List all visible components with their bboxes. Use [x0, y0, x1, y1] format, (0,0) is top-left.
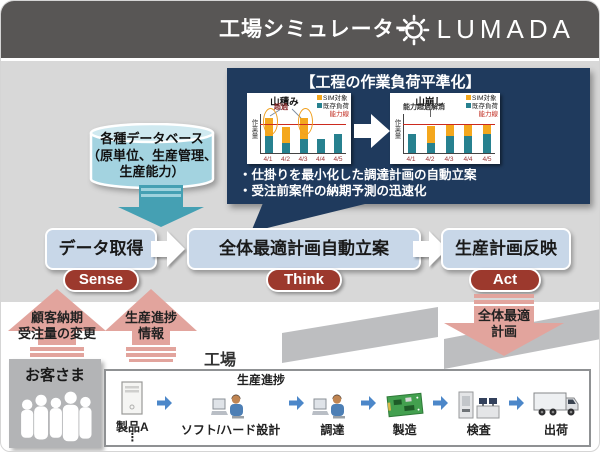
process-arrow-icon: [288, 396, 304, 410]
flow-box-data-acquisition: データ取得: [45, 228, 157, 270]
header-bar: 工場シミュレーター LUMADA: [1, 1, 599, 58]
flow-right-arrow-icon: [413, 231, 447, 267]
customer-change-label-line1: 顧客納期: [30, 310, 83, 325]
chart-legend: SIM対象既存負荷能力線: [466, 95, 498, 118]
product-label: 製品A: [116, 419, 149, 434]
sun-gear-icon: [398, 14, 429, 45]
database-label-line2: （原単位、生産管理、: [86, 147, 217, 163]
database-label-line1: 各種データベース: [100, 131, 204, 146]
worker-at-computer-icon: [312, 394, 346, 419]
panel-bullet-list: ・仕掛りを最小化した調達計画の自動立案 ・受注前案件の納期予測の迅速化: [239, 168, 477, 199]
people-crowd-icon: [21, 391, 92, 442]
customer-label: お客さま: [24, 367, 85, 384]
process-step: 出荷: [533, 382, 579, 438]
product-item: 製品A ⋮: [116, 379, 149, 444]
page-title: 工場シミュレーター: [219, 18, 417, 41]
procurement-icon-wrap: [312, 382, 352, 420]
chart-title: 山積み: [270, 97, 299, 108]
bullet-item: ・仕掛りを最小化した調達計画の自動立案: [239, 168, 477, 182]
capacity-line: [403, 123, 495, 126]
process-step: ソフト/ハード設計: [181, 382, 280, 438]
process-arrow-icon: [509, 396, 525, 410]
process-step: 検査: [457, 382, 501, 438]
customer-box: お客さま: [9, 359, 101, 448]
database-down-arrow-icon: [118, 185, 204, 227]
overall-plan-down-arrow-icon: [444, 294, 564, 356]
chart-plot-area: [403, 114, 495, 154]
overall-plan-label-line1: 全体最適: [477, 308, 530, 323]
transform-arrow-icon: [354, 114, 390, 148]
overall-plan-label-line2: 計画: [490, 324, 517, 339]
chart-plot-area: [260, 108, 346, 154]
circuit-board-icon: [386, 392, 424, 418]
customer-change-label-line2: 受注量の変更: [17, 326, 96, 341]
chart-y-axis-label: 作業量: [250, 119, 257, 139]
inspection-icon-wrap: [457, 382, 501, 420]
lumada-logo: LUMADA: [396, 1, 575, 58]
flow-box-plan-reflection: 生産計画反映: [441, 228, 571, 270]
worker-at-computer-icon: [210, 394, 244, 419]
process-step: 製造: [385, 382, 425, 438]
factory-label: 工場: [204, 352, 237, 369]
database-label-line3: 生産能力）: [119, 164, 185, 179]
step-label-procurement: 調達: [320, 423, 345, 437]
process-arrow-icon: [360, 396, 376, 410]
think-badge: Think: [266, 268, 342, 292]
manufacturing-icon-wrap: [385, 382, 425, 420]
chart-annotation: 超過: [274, 104, 288, 111]
product-icon-wrap: [119, 379, 145, 417]
step-label-manufacturing: 製造: [392, 423, 417, 437]
chart-bars: [404, 114, 495, 153]
bullet-item: ・受注前案件の納期予測の迅速化: [239, 183, 427, 198]
truck-icon: [533, 392, 579, 416]
chart-title: 山崩し: [415, 97, 444, 108]
flow-right-arrow-icon: [151, 231, 185, 267]
step-label-inspection: 検査: [466, 423, 491, 437]
workload-leveling-panel: 【工程の作業負荷平準化】 山積み SIM対象既存負荷能力線 作業量 超過 4/1…: [227, 68, 590, 204]
step-label-design: ソフト/ハード設計: [180, 423, 281, 437]
progress-info-up-arrow-icon: [105, 289, 197, 362]
act-badge: Act: [469, 268, 541, 292]
inspection-machine-icon: [458, 391, 500, 419]
chart-annotation: 能力超過解消: [403, 104, 445, 111]
lumada-wordmark: LUMADA: [436, 14, 575, 44]
database-label: 各種データベース （原単位、生産管理、 生産能力）: [83, 131, 221, 181]
annotation-tick: [430, 110, 431, 117]
flow-box-optimal-planning: 全体最適計画自動立案: [187, 228, 421, 270]
product-ellipsis: ⋮: [126, 431, 138, 444]
production-progress-label: 生産進捗: [237, 373, 286, 387]
factory-process-box: 製品A ⋮ ソフト/ハード設計: [104, 369, 591, 447]
shipping-icon-wrap: [533, 382, 579, 420]
chart-legend: SIM対象既存負荷能力線: [317, 95, 349, 118]
panel-title: 【工程の作業負荷平準化】: [300, 74, 481, 91]
process-step: 調達: [312, 382, 352, 438]
product-tower-icon: [121, 380, 143, 415]
progress-info-label-line2: 情報: [137, 326, 164, 341]
process-arrow-icon: [157, 396, 173, 410]
chart-y-axis-label: 作業量: [393, 119, 400, 139]
design-icon-wrap: [210, 382, 251, 420]
sense-badge: Sense: [63, 268, 139, 292]
panel-pointer-tail: [251, 203, 369, 232]
process-arrow-icon: [433, 396, 449, 410]
step-label-shipping: 出荷: [543, 423, 568, 437]
progress-info-label-line1: 生産進捗: [124, 310, 177, 325]
